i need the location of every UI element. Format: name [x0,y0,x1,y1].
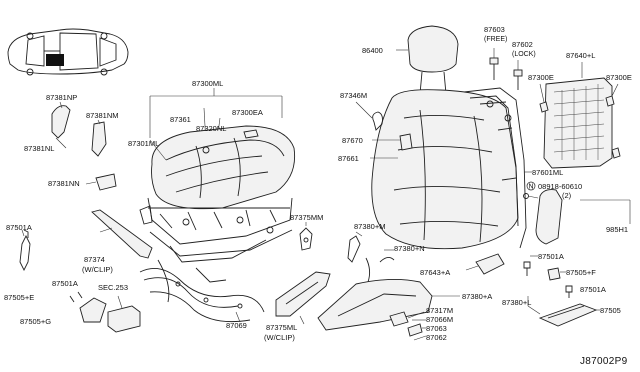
label-sec253: SEC.253 [98,283,128,292]
label-87501a-b: 87501A [52,279,78,288]
label-87066m: 87066M [426,315,453,324]
frame-87601ml [463,87,532,249]
label-87670: 87670 [342,136,363,145]
label-87300ea: 87300EA [232,108,263,117]
knob-87317m [389,311,425,327]
pad-87643a [465,253,505,275]
harness-87069 [139,259,265,323]
label-87501a-d: 87501A [580,285,606,294]
screw-87501a-c [523,255,538,276]
label-87300e-a: 87300E [528,73,554,82]
label-87375ml-clip: (W/CLIP) [264,333,295,342]
label-87602: 87602 [512,40,533,49]
cover-87381nn [85,173,117,191]
side-cover-87381np [51,101,71,139]
label-86400: 86400 [362,46,383,55]
label-87381np: 87381NP [46,93,77,102]
label-87603-free: (FREE) [484,36,507,43]
label-87374: 87374 [84,255,105,264]
label-87505: 87505 [600,306,621,315]
back-panel-87640l [539,62,621,169]
seat-back-87670 [370,89,519,250]
label-08918-qty: (2) [562,191,572,200]
label-87381nm: 87381NM [86,111,119,120]
label-08918: 08918-60610 [538,182,582,191]
label-87381nl: 87381NL [24,144,54,153]
lever-87380m [347,231,363,263]
label-87375ml: 87375ML [266,323,297,332]
clip-87346m [355,101,383,131]
rail-cover-87505 [538,303,600,327]
side-trim-87374 [91,209,153,259]
clip-87505f [547,267,566,281]
diagram-code: J87002P9 [580,356,628,367]
guide-lock-87602 [513,60,523,90]
label-87643a: 87643+A [420,268,450,277]
label-87380l: 87380+L [502,298,531,307]
label-87380m: 87380+M [354,222,385,231]
label-87640l: 87640+L [566,51,595,60]
trim-87375ml [275,271,331,325]
label-87361: 87361 [170,115,191,124]
label-985h1: 985H1 [606,225,628,234]
label-87380a: 87380+A [462,292,492,301]
knob-87063 [407,323,426,337]
car-locator-icon [7,28,129,76]
headrest-86400 [396,25,459,95]
label-87661: 87661 [338,154,359,163]
label-87375mm: 87375MM [290,213,323,222]
label-87300ml: 87300ML [192,79,223,88]
label-87300e-b: 87300E [606,73,632,82]
label-87301ml: 87301ML [128,139,159,148]
seat-cushion-assembly [139,88,296,263]
label-87505g: 87505+G [20,317,51,326]
module-sec253 [107,295,141,333]
label-87062: 87062 [426,333,447,342]
guide-free-87603 [489,48,499,80]
label-87505f: 87505+F [566,268,596,277]
label-87317m: 87317M [426,306,453,315]
clip-87505e [19,229,31,272]
label-87374-clip: (W/CLIP) [82,265,113,274]
label-87603: 87603 [484,25,505,34]
label-87381nn: 87381NN [48,179,80,188]
label-87380n: 87380+N [394,244,425,253]
note-n-circle [526,181,536,191]
label-87320nl: 87320NL [196,124,226,133]
side-cover-87381nm [91,119,107,157]
label-87505e: 87505+E [4,293,34,302]
label-87346m: 87346M [340,91,367,100]
label-n: N [529,184,534,191]
screw-87501a-d [565,285,573,298]
label-87501a-a: 87501A [6,223,32,232]
label-87602-lock: (LOCK) [512,51,536,58]
label-87063: 87063 [426,324,447,333]
label-87069: 87069 [226,321,247,330]
airbag-module-985h1 [523,189,631,245]
label-87501a-c: 87501A [538,252,564,261]
label-87601ml: 87601ML [532,168,563,177]
bracket-87375mm [299,222,313,251]
clip-87505g [69,291,107,323]
